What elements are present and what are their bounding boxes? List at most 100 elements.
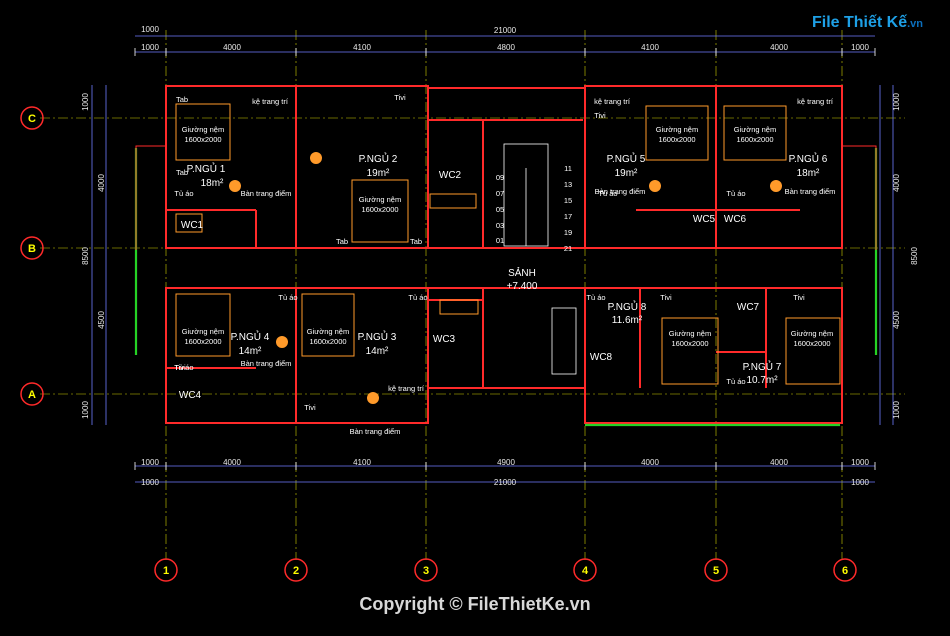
svg-text:03: 03: [496, 221, 504, 230]
dim-top-2: 4000: [223, 43, 241, 52]
grid-row-b: B: [28, 243, 36, 255]
decor-plants: [229, 152, 782, 404]
grid-col-2: 2: [293, 565, 299, 577]
dim-bot-6: 4000: [770, 458, 788, 467]
tv-label-5: Tivi: [594, 111, 606, 120]
shelf-label-6: kệ trang trí: [797, 97, 834, 106]
dim-bot-1: 1000: [141, 458, 159, 467]
room-png4-area: 14m²: [239, 346, 262, 357]
shelf-label-5: kệ trang trí: [594, 97, 631, 106]
logo-main: File Thiết Kế: [812, 14, 908, 31]
wc1-label: WC1: [181, 220, 204, 231]
grid-row-a: A: [28, 389, 36, 401]
bed-label-5: Giường nệm: [656, 125, 698, 134]
site-logo: File Thiết Kế.vn: [812, 14, 923, 32]
tv-label-7: Tivi: [793, 293, 805, 302]
bed-size-1: 1600x2000: [184, 135, 221, 144]
dim-bot-1b: 1000: [141, 478, 159, 487]
stair-numbers: 09 07 05 03 01 11 13 15 17 19 21: [496, 164, 572, 253]
grid-col-6: 6: [842, 565, 848, 577]
svg-text:21: 21: [564, 244, 572, 253]
dim-left-1: 1000: [81, 93, 90, 111]
desk-label-4: Bàn trang điểm: [241, 359, 292, 368]
svg-text:09: 09: [496, 173, 504, 182]
dimension-lines: [91, 35, 894, 483]
wardrobe-label-8: Tủ áo: [586, 293, 605, 302]
logo-suffix: .vn: [907, 18, 924, 30]
wardrobe-label-1: Tủ áo: [174, 189, 193, 198]
wardrobe-label-4: Tủ áo: [278, 293, 297, 302]
svg-text:07: 07: [496, 189, 504, 198]
dim-left-4: 1000: [81, 401, 90, 419]
wc7-label: WC7: [737, 302, 760, 313]
bed-label-4: Giường nệm: [182, 327, 224, 336]
bed-size-7: 1600x2000: [793, 339, 830, 348]
bed-label-7: Giường nệm: [791, 329, 833, 338]
dim-bot-7b: 1000: [851, 478, 869, 487]
wardrobe-label-4b: Tủ áo: [174, 363, 193, 372]
walls: [165, 85, 843, 424]
dim-left-3: 4500: [97, 311, 106, 329]
room-png2-name: P.NGỦ 2: [359, 152, 398, 165]
dim-right-4: 1000: [892, 401, 901, 419]
desk-label-1: Bàn trang điểm: [241, 189, 292, 198]
lobby-level: +7.400: [507, 281, 538, 292]
wc3-label: WC3: [433, 334, 456, 345]
grid-col-4: 4: [582, 565, 589, 577]
dim-top-1: 1000: [141, 25, 159, 34]
tab-label-2b: Tab: [410, 237, 422, 246]
dim-bot-2: 4000: [223, 458, 241, 467]
dim-right-1: 1000: [892, 93, 901, 111]
svg-text:15: 15: [564, 196, 572, 205]
room-png1-area: 18m²: [201, 178, 224, 189]
room-png8-name: P.NGỦ 8: [608, 300, 647, 313]
desk-label-5: Bàn trang điểm: [595, 187, 646, 196]
dim-top-total: 21000: [494, 26, 517, 35]
furniture: [175, 103, 841, 385]
wc4-label: WC4: [179, 390, 202, 401]
bed-size-3: 1600x2000: [309, 337, 346, 346]
bed-label-1: Giường nệm: [182, 125, 224, 134]
wardrobe-label-5: Tủ áo: [598, 189, 617, 198]
copyright-text: Copyright © FileThietKe.vn: [359, 594, 591, 614]
svg-text:11: 11: [564, 164, 572, 173]
svg-text:05: 05: [496, 205, 504, 214]
desk-label-6: Bàn trang điểm: [785, 187, 836, 196]
dim-bot-5: 4000: [641, 458, 659, 467]
wc6-label: WC6: [724, 214, 747, 225]
svg-text:19: 19: [564, 228, 572, 237]
dim-top-4: 4800: [497, 43, 515, 52]
bed-label-8: Giường nệm: [669, 329, 711, 338]
room-png5-name: P.NGỦ 5: [607, 152, 646, 165]
wc2-label: WC2: [439, 170, 462, 181]
svg-text:01: 01: [496, 236, 504, 245]
svg-text:17: 17: [564, 212, 572, 221]
grid-col-5: 5: [713, 565, 719, 577]
tv-label-8: Tivi: [660, 293, 672, 302]
wc8-label: WC8: [590, 352, 613, 363]
grid-row-c: C: [28, 113, 36, 125]
wardrobe-label-3: Tủ áo: [408, 293, 427, 302]
dim-top-6: 4000: [770, 43, 788, 52]
grid-col-3: 3: [423, 565, 429, 577]
dim-top-1b: 1000: [141, 43, 159, 52]
dim-top-5: 4100: [641, 43, 659, 52]
room-png3-name: P.NGỦ 3: [358, 330, 397, 343]
wardrobe-label-6: Tủ áo: [726, 189, 745, 198]
dim-right-3: 4500: [892, 311, 901, 329]
room-png8-area: 11.6m²: [612, 315, 643, 326]
tv-label-4: Tivi: [174, 363, 186, 372]
bed-label-3: Giường nệm: [307, 327, 349, 336]
tab-label-1: Tab: [176, 95, 188, 104]
svg-text:13: 13: [564, 180, 572, 189]
room-png1-name: P.NGỦ 1: [187, 162, 226, 175]
room-png2-area: 19m²: [367, 168, 390, 179]
lobby-name: SẢNH: [508, 266, 536, 279]
dim-right-2: 4000: [892, 174, 901, 192]
bed-size-6: 1600x2000: [736, 135, 773, 144]
bed-size-2: 1600x2000: [361, 205, 398, 214]
shelf-label-1: kệ trang trí: [252, 97, 289, 106]
tv-label-2: Tivi: [394, 93, 406, 102]
room-png7-area: 10.7m²: [746, 375, 778, 386]
